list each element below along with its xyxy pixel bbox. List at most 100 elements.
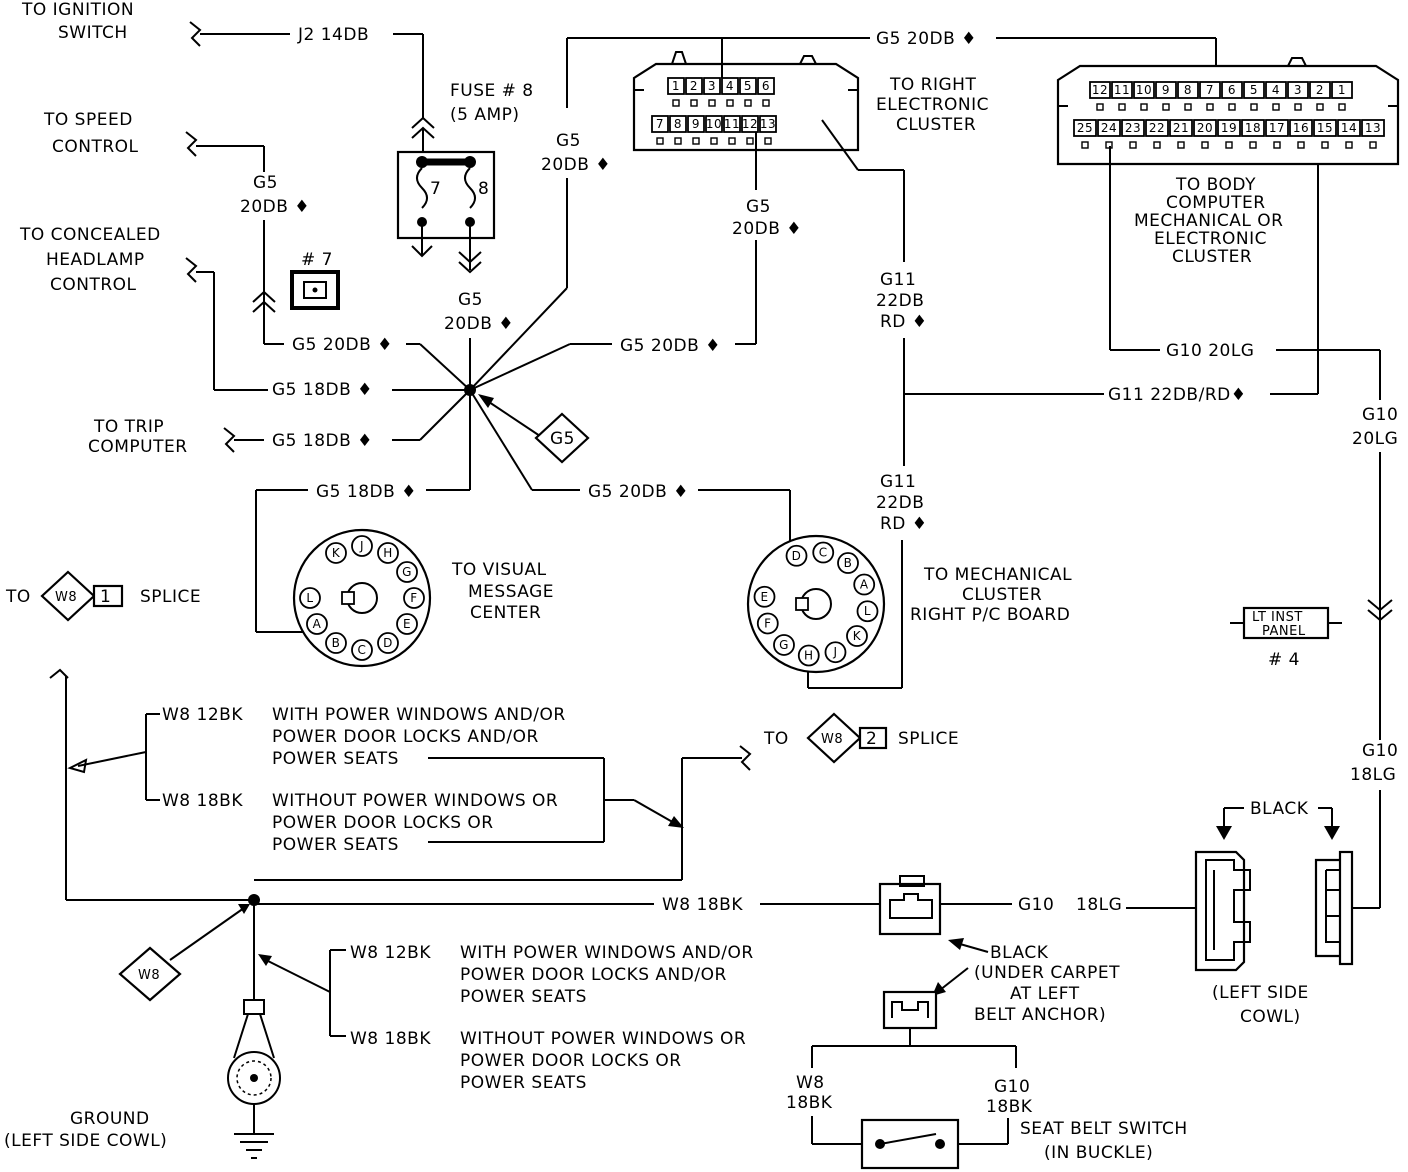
right-bottom-cell-10 [705, 115, 723, 133]
wire-splice-mech-diag [469, 389, 533, 491]
right-top-cell-3 [703, 77, 721, 95]
right-bottom-socket-10 [710, 137, 718, 145]
body-top-socket-6 [1228, 103, 1236, 111]
black-connector-upper [878, 875, 942, 936]
label-headlamp-2: HEADLAMP [46, 250, 145, 270]
label-splice-left-num: 1 [100, 587, 111, 607]
label-upper-without-2: POWER DOOR LOCKS OR [272, 813, 494, 833]
body-bottom-pin-21: 21 [1173, 121, 1189, 135]
mech-pin-circle-E [753, 585, 776, 608]
label-upper-with-2: POWER DOOR LOCKS AND/OR [272, 727, 539, 747]
body-top-pin-9: 9 [1162, 83, 1170, 97]
mech-pin-D: D [792, 549, 802, 563]
body-bottom-socket-25 [1081, 141, 1089, 149]
body-bottom-pin-16: 16 [1293, 121, 1309, 135]
label-body-computer-4: ELECTRONIC [1154, 229, 1267, 249]
body-bottom-socket-16 [1297, 141, 1305, 149]
label-lt-inst-1: LT INST [1252, 610, 1303, 625]
left-cowl-connector-a [1194, 850, 1251, 972]
right-top-cell-5 [739, 77, 757, 95]
body-top-cell-2 [1309, 81, 1331, 99]
label-g11-lower-3: RD ♦ [880, 514, 928, 534]
label-left-cowl-1: (LEFT SIDE [1212, 983, 1309, 1003]
mech-pin-G: G [779, 638, 789, 652]
label-lt-inst-2: PANEL [1262, 624, 1306, 639]
body-bottom-socket-23 [1129, 141, 1137, 149]
label-splice-right-w8: W8 [821, 732, 843, 747]
label-w8-12bk-upper: W8 12BK [162, 705, 243, 725]
body-bottom-socket-13 [1369, 141, 1377, 149]
mech-pin-C: C [819, 546, 828, 560]
w8-diamond-arrowhead [238, 904, 250, 914]
mech-pin-L: L [864, 604, 871, 618]
vmc-pin-circle-E [396, 613, 418, 635]
label-w8-18bk-upper: W8 18BK [162, 791, 243, 811]
label-lower-without-3: POWER SEATS [460, 1073, 587, 1093]
body-bottom-cell-17 [1265, 119, 1289, 137]
label-fuse-7-icon: # 7 [301, 250, 333, 270]
ignition-break-symbol [189, 21, 202, 47]
vmc-pin-circle-L [299, 587, 321, 609]
body-top-cell-10 [1133, 81, 1155, 99]
body-top-socket-3 [1294, 103, 1302, 111]
label-to-speed-control-2: CONTROL [52, 137, 139, 157]
label-g11-upper-3: RD ♦ [880, 312, 928, 332]
body-top-socket-4 [1272, 103, 1280, 111]
label-g10-right-upper-1: G10 [1362, 405, 1398, 425]
right-bottom-pin-8: 8 [674, 117, 682, 131]
vmc-pin-F: F [410, 591, 417, 605]
mech-pin-circle-F [756, 612, 779, 635]
right-bottom-socket-7 [656, 137, 664, 145]
label-j2-14db: J2 14DB [297, 25, 369, 45]
body-bottom-cell-18 [1241, 119, 1265, 137]
right-top-pin-3: 3 [708, 79, 716, 93]
trip-break-symbol [223, 427, 236, 453]
body-top-pin-4: 4 [1272, 83, 1280, 97]
label-g10-18lg: 18LG [1076, 895, 1122, 915]
right-bottom-cell-9 [687, 115, 705, 133]
right-bottom-pin-13: 13 [760, 117, 776, 131]
splice2-break-symbol [739, 745, 752, 771]
mech-pin-F: F [764, 616, 771, 630]
body-top-cell-6 [1221, 81, 1243, 99]
label-ground-2: (LEFT SIDE COWL) [4, 1131, 167, 1151]
upper-left-arrowhead [67, 758, 88, 774]
speed-break-symbol [185, 131, 198, 157]
body-top-socket-7 [1206, 103, 1214, 111]
right-bottom-socket-12 [746, 137, 754, 145]
label-right-cluster-1: TO RIGHT [889, 75, 976, 95]
fuse-7-arrow [411, 245, 433, 258]
right-bottom-cell-13 [759, 115, 777, 133]
mech-pin-circle-J [824, 641, 847, 664]
body-top-socket-8 [1184, 103, 1192, 111]
label-w8-main: W8 18BK [662, 895, 743, 915]
right-bottom-pin-10: 10 [706, 117, 722, 131]
ground-eyelet [227, 999, 281, 1159]
right-top-cell-6 [757, 77, 775, 95]
wire-g5-diag-splice [469, 287, 568, 391]
wire-g11-diag [821, 119, 859, 171]
vmc-pin-C: C [358, 643, 367, 657]
body-bottom-pin-15: 15 [1317, 121, 1333, 135]
label-to-ignition-switch-1: TO IGNITION [21, 0, 134, 20]
fuse-7-label: 7 [430, 179, 441, 199]
body-bottom-socket-21 [1177, 141, 1185, 149]
seat-belt-switch [860, 1118, 960, 1170]
right-bottom-cell-11 [723, 115, 741, 133]
body-bottom-pin-17: 17 [1269, 121, 1285, 135]
mech-pin-K: K [853, 629, 862, 643]
body-top-pin-2: 2 [1316, 83, 1324, 97]
body-bottom-pin-20: 20 [1197, 121, 1213, 135]
vmc-pin-circle-K [325, 542, 347, 564]
label-mechanical-1: TO MECHANICAL [923, 565, 1072, 585]
label-g5-speed-1: G5 [253, 173, 278, 193]
label-w8-diamond: W8 [138, 968, 160, 983]
right-bottom-pin-7: 7 [656, 117, 664, 131]
label-g10-sb-2: 18BK [986, 1097, 1033, 1117]
vmc-pin-D: D [383, 636, 393, 650]
label-lower-without-1: WITHOUT POWER WINDOWS OR [460, 1029, 746, 1049]
mech-pin-J: J [832, 645, 837, 659]
label-upper-with-1: WITH POWER WINDOWS AND/OR [272, 705, 566, 725]
